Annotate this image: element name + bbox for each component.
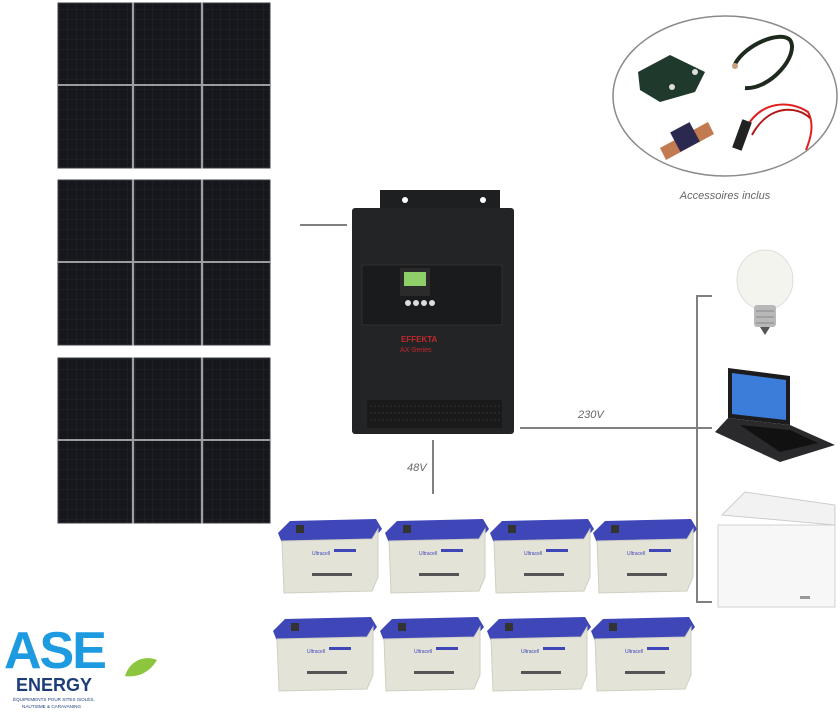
mega-fuse [660, 122, 714, 160]
accessories-group [612, 15, 838, 177]
battery-brand: Ultracell [524, 551, 542, 557]
light-bulb [736, 249, 794, 335]
accessories-caption: Accessoires inclus [679, 190, 771, 202]
chest-freezer [717, 491, 836, 608]
ase-energy-logo: ASE ENERGY ÉQUIPEMENTS POUR SITES ISOLÉS… [4, 622, 157, 709]
inverter-model: AX-Series [400, 347, 432, 354]
leaf-icon [125, 658, 157, 677]
wiring [300, 224, 712, 603]
laptop [715, 368, 835, 462]
ac-voltage-label: 230V [577, 409, 605, 421]
battery: Ultracell [385, 519, 489, 594]
solar-panel [202, 357, 271, 524]
battery: Ultracell [273, 617, 377, 692]
battery-brand: Ultracell [419, 551, 437, 557]
battery-brand: Ultracell [414, 649, 432, 655]
load-bracket [696, 295, 712, 603]
battery-brand: Ultracell [627, 551, 645, 557]
battery: Ultracell [490, 519, 594, 594]
battery-brand: Ultracell [625, 649, 643, 655]
logo-ase: ASE [4, 622, 105, 680]
logo-tagline-1: ÉQUIPEMENTS POUR SITES ISOLÉS, [13, 696, 95, 702]
battery: Ultracell [591, 617, 695, 692]
battery-brand: Ultracell [307, 649, 325, 655]
inverter: EFFEKTA AX-Series [352, 190, 514, 434]
battery-brand: Ultracell [312, 551, 330, 557]
logo-energy: ENERGY [16, 675, 92, 695]
solar-panel [133, 2, 202, 169]
solar-panel [57, 179, 133, 346]
solar-panel-array [57, 2, 271, 524]
battery: Ultracell [487, 617, 591, 692]
solar-panel [202, 2, 271, 169]
inverter-lcd-screen [404, 272, 426, 286]
solar-panel [57, 2, 133, 169]
solar-panel [202, 179, 271, 346]
battery: Ultracell [380, 617, 484, 692]
dc-voltage-label: 48V [407, 462, 428, 474]
solar-panel [133, 357, 202, 524]
inverter-brand: EFFEKTA [401, 335, 438, 344]
battery-cable [732, 34, 794, 91]
solar-panel [133, 179, 202, 346]
logo-tagline-2: NAUTISME & CARAVANING [22, 704, 81, 709]
battery: Ultracell [593, 519, 697, 594]
battery: Ultracell [278, 519, 382, 594]
battery-brand: Ultracell [521, 649, 539, 655]
fuse-holder [638, 55, 705, 102]
mc4-cables [732, 103, 813, 151]
solar-panel [57, 357, 133, 524]
